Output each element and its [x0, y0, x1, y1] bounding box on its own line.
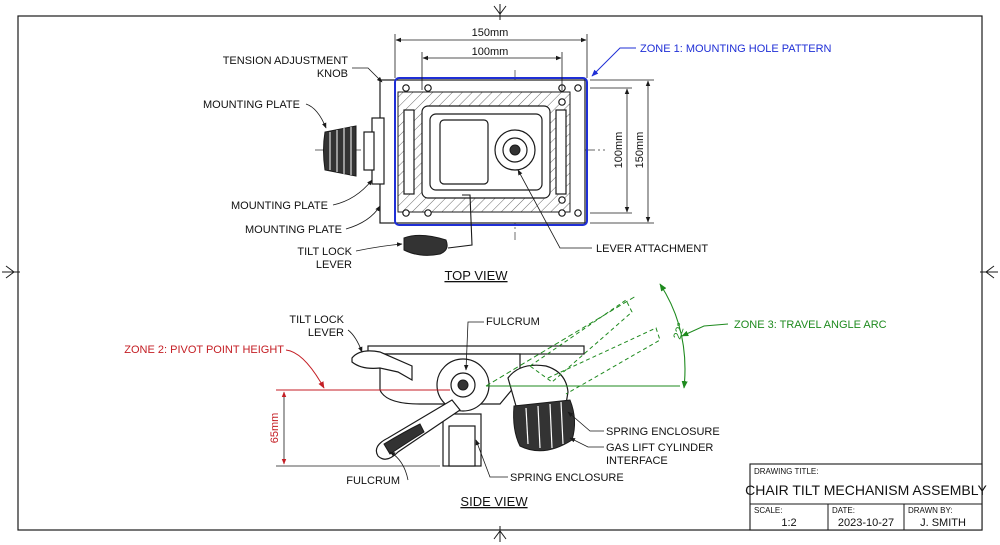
scale-value: 1:2 [781, 517, 796, 529]
fulcrum-bottom-label: FULCRUM [346, 475, 400, 487]
zone1-label: ZONE 1: MOUNTING HOLE PATTERN [640, 43, 832, 55]
drawing-title: CHAIR TILT MECHANISM ASSEMBLY [745, 482, 987, 498]
tilt-lock-label-2: LEVER [316, 259, 352, 271]
dim-100-vertical [590, 87, 632, 214]
drawing-border [2, 4, 998, 542]
top-view [305, 34, 654, 256]
dim-inner-vertical-label: 100mm [613, 132, 625, 169]
travel-angle-arc [659, 283, 688, 389]
tilted-position-ghost [485, 295, 680, 395]
dim-outer-label: 150mm [472, 27, 509, 39]
spring-enclosure-label-1: SPRING ENCLOSURE [606, 426, 720, 438]
mounting-plate-label-3: MOUNTING PLATE [245, 224, 342, 236]
top-view-title: TOP VIEW [444, 268, 508, 283]
tension-knob-label-2: KNOB [317, 68, 348, 80]
travel-angle-value: 22° [671, 321, 688, 341]
dim-outer-vertical-label: 150mm [634, 132, 646, 169]
spring-enclosure-label-2: SPRING ENCLOSURE [510, 472, 624, 484]
dim-100-horizontal [421, 52, 563, 90]
labels: 150mm 100mm 100mm 150mm TENSION ADJUSTME… [124, 27, 886, 509]
gas-lift-label-1: GAS LIFT CYLINDER [606, 442, 713, 454]
side-tilt-lock-label-2: LEVER [308, 327, 344, 339]
spring-enclosure [507, 364, 576, 452]
mounting-plate-label-2: MOUNTING PLATE [231, 200, 328, 212]
side-tilt-lock-label-1: TILT LOCK [289, 314, 344, 326]
date-value: 2023-10-27 [838, 517, 894, 529]
zone2-label: ZONE 2: PIVOT POINT HEIGHT [124, 344, 284, 356]
drawing-title-label: DRAWING TITLE: [754, 467, 818, 476]
tension-knob-label-1: TENSION ADJUSTMENT [223, 55, 349, 67]
date-label: DATE: [832, 506, 855, 515]
title-block: DRAWING TITLE: CHAIR TILT MECHANISM ASSE… [745, 463, 988, 531]
fulcrum-top-label: FULCRUM [486, 316, 540, 328]
dim-150-vertical [590, 79, 654, 224]
scale-label: SCALE: [754, 506, 782, 515]
tilt-lock-label-1: TILT LOCK [297, 246, 352, 258]
dim-150-horizontal [394, 34, 588, 78]
side-view [276, 283, 729, 481]
dim-inner-label: 100mm [472, 46, 509, 58]
side-view-title: SIDE VIEW [460, 494, 528, 509]
lever-attachment-label: LEVER ATTACHMENT [596, 243, 708, 255]
tilt-lock-lever-top [403, 194, 473, 256]
zone3-label: ZONE 3: TRAVEL ANGLE ARC [734, 319, 887, 331]
drawn-by-value: J. SMITH [920, 517, 966, 529]
zone1-outline [394, 77, 588, 226]
lower-lever-arm [375, 399, 461, 460]
drawn-by-label: DRAWN BY: [908, 506, 953, 515]
tension-adjustment-knob [323, 125, 357, 177]
gas-lift-label-2: INTERFACE [606, 455, 668, 467]
mounting-plate-label-1: MOUNTING PLATE [203, 99, 300, 111]
pivot-height-value: 65mm [269, 413, 281, 444]
